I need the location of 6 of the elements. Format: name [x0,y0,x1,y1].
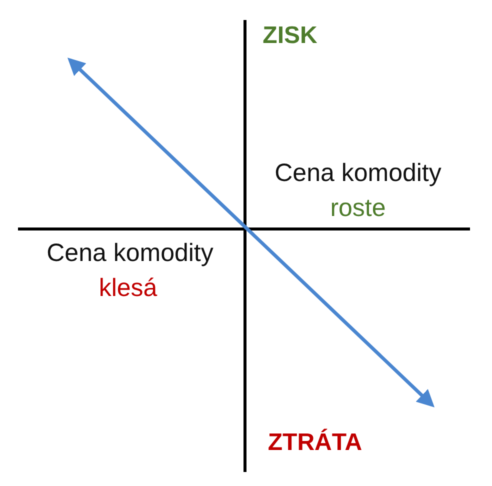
quadrant-label: roste [330,196,386,221]
quadrant-label: klesá [98,276,158,301]
quadrant-label: Cena komodity [274,161,442,186]
axis-label: ZISK [262,24,318,48]
axis-label: ZTRÁTA [268,431,362,455]
quadrant-label: Cena komodity [46,241,214,266]
